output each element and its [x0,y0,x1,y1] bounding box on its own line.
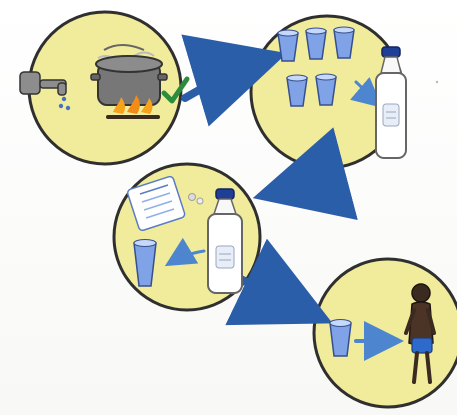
cup-icon [278,30,298,61]
cup-icon [306,28,326,59]
arrow-step2-to-step3 [276,168,336,192]
arrow-step3-to-step4 [233,275,311,313]
decorative-dot-icon [436,81,438,83]
cup-icon [287,75,307,106]
cup-icon [316,74,336,105]
cup-icon [334,27,354,58]
cup-icon [330,320,351,357]
